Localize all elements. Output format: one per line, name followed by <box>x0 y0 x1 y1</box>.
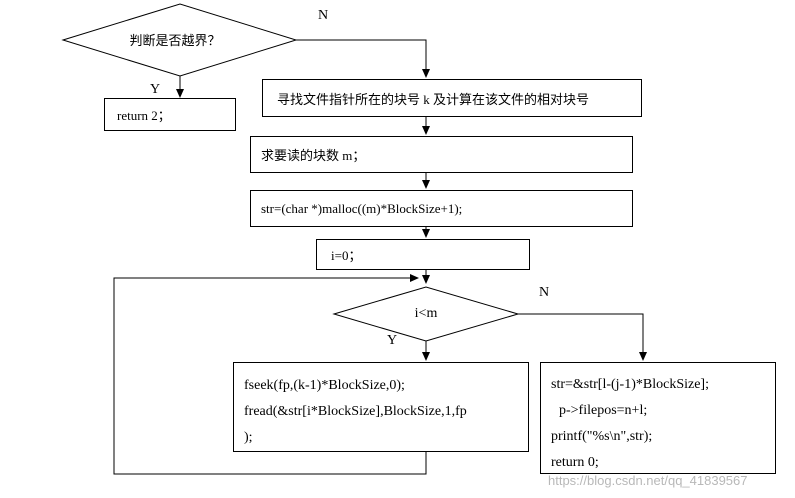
decision1-text: 判断是否越界？ <box>129 33 221 48</box>
malloc-box: str=(char *)malloc((m)*BlockSize+1); <box>250 190 633 227</box>
loop-line-3: ); <box>244 430 253 445</box>
find-block-box: 寻找文件指针所在的块号 k 及计算在该文件的相对块号 <box>262 79 642 117</box>
no-label-2: N <box>539 285 550 300</box>
edge-loop-back <box>113 274 427 475</box>
edge-no-find <box>296 39 430 78</box>
end-line-1: str=&str[l-(j-1)*BlockSize]; <box>551 377 709 392</box>
end-line-3: printf("%s\n",str); <box>551 429 653 444</box>
watermark: https://blog.csdn.net/qq_41839567 <box>548 473 748 488</box>
end-box: str=&str[l-(j-1)*BlockSize]; p->filepos=… <box>540 362 776 474</box>
edge-no-end <box>518 313 647 361</box>
no-label-1: N <box>318 8 329 23</box>
block-count-box: 求要读的块数 m； <box>250 136 633 173</box>
yes-label-1: Y <box>150 82 161 97</box>
yes-label-2: Y <box>387 333 398 348</box>
loop-body-box: fseek(fp,(k-1)*BlockSize,0); fread(&str[… <box>233 362 529 452</box>
return-2-box: return 2； <box>104 98 236 131</box>
init-box: i=0； <box>316 239 530 270</box>
end-line-4: return 0; <box>551 455 599 470</box>
decision2-text: i<m <box>414 306 438 321</box>
end-line-2: p->filepos=n+l; <box>559 403 648 418</box>
loop-line-2: fread(&str[i*BlockSize],BlockSize,1,fp <box>244 404 467 419</box>
loop-line-1: fseek(fp,(k-1)*BlockSize,0); <box>244 378 405 393</box>
